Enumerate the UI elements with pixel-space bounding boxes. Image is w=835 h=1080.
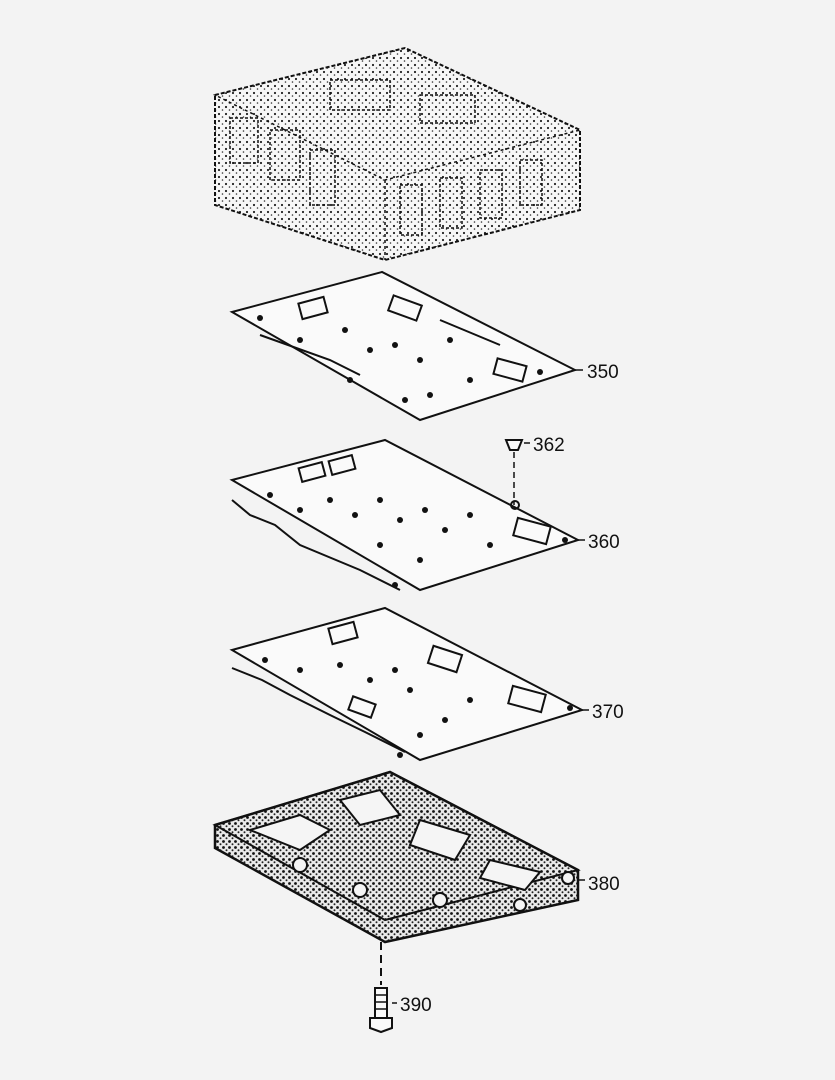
callout-350: 350 — [587, 362, 619, 383]
upper-valve-body — [212, 46, 583, 262]
callout-362: 362 — [533, 435, 565, 456]
separator-plate-350 — [229, 270, 578, 422]
separator-plate-370 — [229, 606, 585, 762]
callout-360: 360 — [588, 532, 620, 553]
plug-362 — [504, 439, 530, 505]
callout-390: 390 — [400, 995, 432, 1016]
separator-plate-360 — [229, 438, 581, 592]
callout-370: 370 — [592, 702, 624, 723]
bolt-390 — [369, 942, 397, 1034]
lower-valve-body-380 — [212, 770, 581, 944]
callout-380: 380 — [588, 874, 620, 895]
